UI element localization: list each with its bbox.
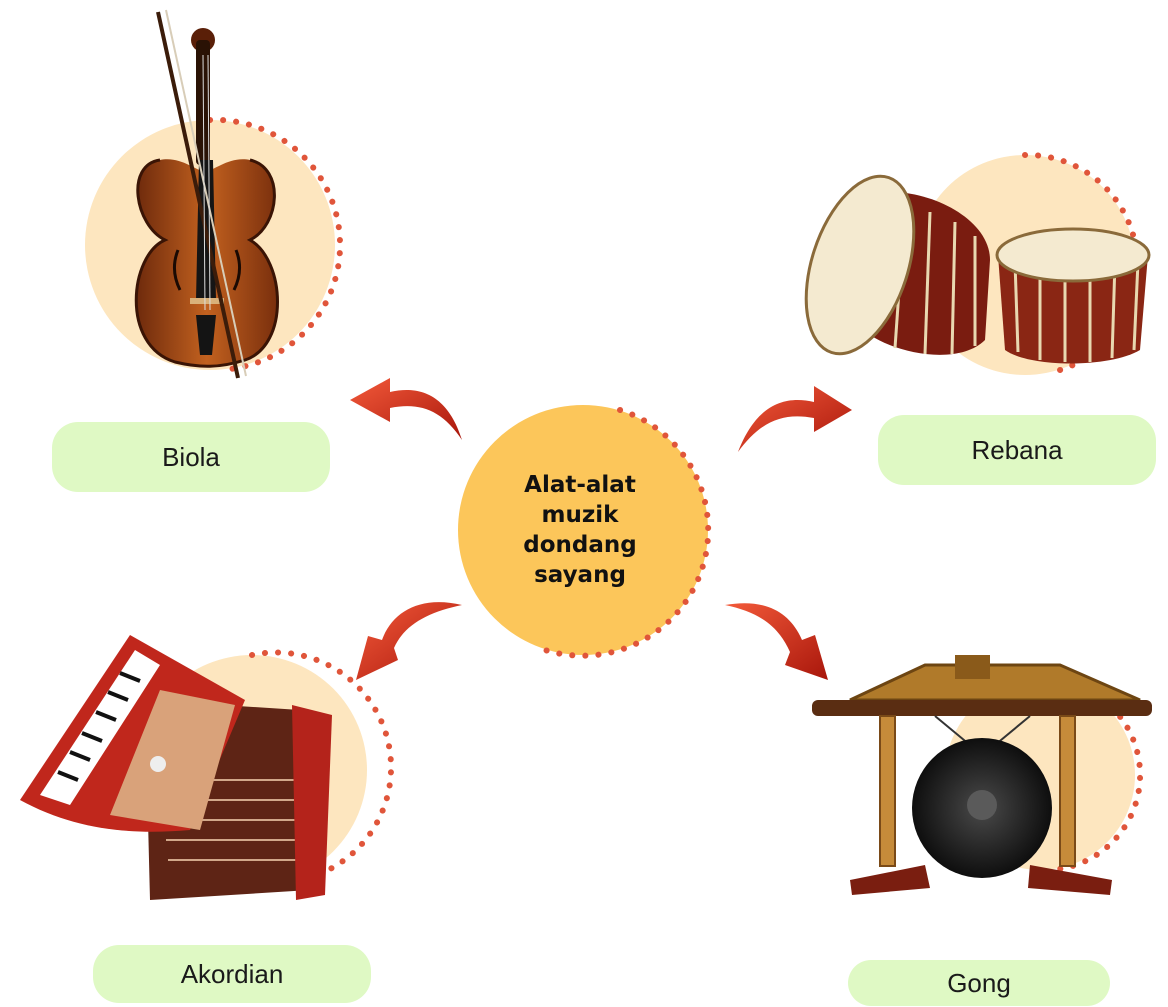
center-dotted-arc [542,407,712,659]
biola-dotted-arc [207,116,344,372]
label-akordian-text: Akordian [180,958,284,989]
violin-icon [134,9,279,379]
center-title-line-2: muzik [541,502,619,528]
label-biola-text: Biola [162,441,220,472]
label-akordian: Akordian [93,945,371,1003]
label-biola: Biola [52,422,330,492]
label-rebana-text: Rebana [971,434,1063,465]
label-rebana: Rebana [878,415,1156,485]
akordian-node [20,635,395,900]
center-circle [458,405,708,655]
accordion-icon [20,635,332,900]
gong-stand-icon [812,655,1152,895]
drum-icon [804,174,1151,364]
label-gong: Gong [848,960,1110,1006]
center-node [458,405,712,659]
arrow-to-biola [350,378,462,440]
akordian-dotted-arc [249,649,395,883]
gong-node [812,655,1152,895]
center-title: Alat-alat muzik dondang sayang [455,455,705,605]
center-title-line-3: dondang [523,532,637,558]
rebana-node [804,151,1151,375]
center-title-line-4: sayang [534,562,626,588]
arrow-to-gong [725,603,828,680]
arrow-to-akordian [356,602,462,680]
label-gong-text: Gong [947,967,1011,998]
arrow-to-rebana [738,386,852,452]
center-title-line-1: Alat-alat [524,472,636,498]
biola-node [85,9,344,379]
